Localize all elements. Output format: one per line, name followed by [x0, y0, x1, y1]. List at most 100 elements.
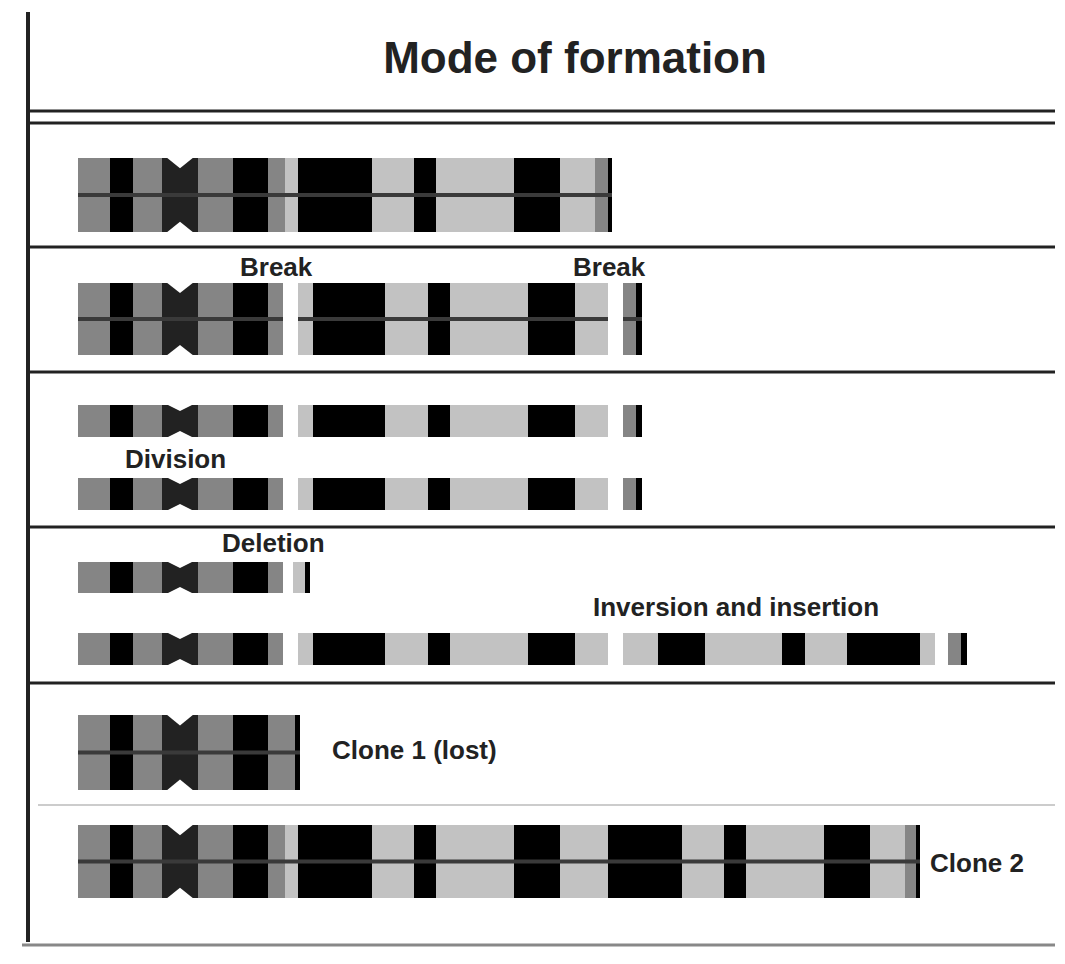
band [313, 478, 385, 510]
band [575, 405, 608, 437]
band [961, 633, 967, 665]
centromere-notch [166, 404, 194, 411]
chromosome [293, 562, 310, 593]
chromosome [298, 478, 608, 510]
band [298, 478, 313, 510]
band [268, 562, 283, 593]
centromere-notch [166, 157, 194, 168]
band [133, 478, 162, 510]
chromosome [78, 561, 283, 594]
band [162, 633, 198, 665]
stage-label: Division [123, 445, 228, 474]
chromatid-line [298, 317, 608, 321]
band [268, 478, 283, 510]
chromosome [948, 633, 967, 665]
band [78, 562, 110, 593]
band [528, 405, 575, 437]
chromatid-line [78, 193, 612, 197]
band [623, 478, 636, 510]
chromosome [623, 283, 642, 355]
stage-label: Break [238, 253, 314, 282]
band [268, 633, 283, 665]
band [110, 478, 133, 510]
centromere-notch [166, 824, 194, 835]
band [428, 633, 450, 665]
centromere-notch [166, 345, 194, 356]
chromosome [298, 283, 608, 355]
band [948, 633, 961, 665]
band [198, 633, 233, 665]
band [198, 405, 233, 437]
chromosome [623, 405, 642, 437]
stage-label: Deletion [220, 529, 327, 558]
stage-label: Clone 1 (lost) [330, 736, 499, 765]
centromere-notch [166, 504, 194, 511]
band [233, 405, 268, 437]
chromosome [623, 633, 935, 665]
centromere-notch [166, 282, 194, 293]
band [133, 562, 162, 593]
band [110, 633, 133, 665]
chromosome [78, 282, 283, 356]
band [385, 405, 428, 437]
band [268, 405, 283, 437]
chromatid-line [78, 751, 300, 755]
band [133, 633, 162, 665]
stage-label: Break [571, 253, 647, 282]
band [298, 633, 313, 665]
band [233, 478, 268, 510]
centromere-notch [166, 632, 194, 639]
centromere-notch [166, 222, 194, 233]
band [636, 478, 642, 510]
band [847, 633, 920, 665]
band [313, 405, 385, 437]
band [450, 633, 528, 665]
band [233, 633, 268, 665]
chromatid-line [78, 860, 920, 864]
band [658, 633, 705, 665]
centromere-notch [166, 431, 194, 438]
chromosome [78, 404, 283, 438]
band [313, 633, 385, 665]
centromere-notch [166, 780, 194, 792]
band [428, 478, 450, 510]
centromere-notch [166, 888, 194, 899]
chromosome [78, 157, 612, 233]
band [305, 562, 310, 593]
diagram-title: Mode of formation [0, 34, 1065, 82]
band [198, 478, 233, 510]
chromosome [298, 633, 608, 665]
band [110, 405, 133, 437]
centromere-notch [166, 659, 194, 666]
stage-label: Inversion and insertion [591, 593, 881, 622]
band [78, 633, 110, 665]
chromosome [78, 714, 300, 791]
band [162, 478, 198, 510]
band [133, 405, 162, 437]
band [636, 405, 642, 437]
band [293, 562, 305, 593]
band [233, 562, 268, 593]
band [623, 633, 658, 665]
band [528, 478, 575, 510]
chromosome [78, 477, 283, 511]
band [298, 405, 313, 437]
band [450, 405, 528, 437]
band [78, 405, 110, 437]
band [805, 633, 847, 665]
band [575, 478, 608, 510]
chromatid-line [78, 317, 283, 321]
band [920, 633, 935, 665]
stage-label: Clone 2 [928, 849, 1026, 878]
band [385, 478, 428, 510]
centromere-notch [166, 561, 194, 568]
chromosome [623, 478, 642, 510]
band [385, 633, 428, 665]
band [528, 633, 575, 665]
centromere-notch [166, 587, 194, 594]
band [110, 562, 133, 593]
band [705, 633, 782, 665]
chromosome [78, 632, 283, 666]
chromatid-line [623, 317, 642, 321]
